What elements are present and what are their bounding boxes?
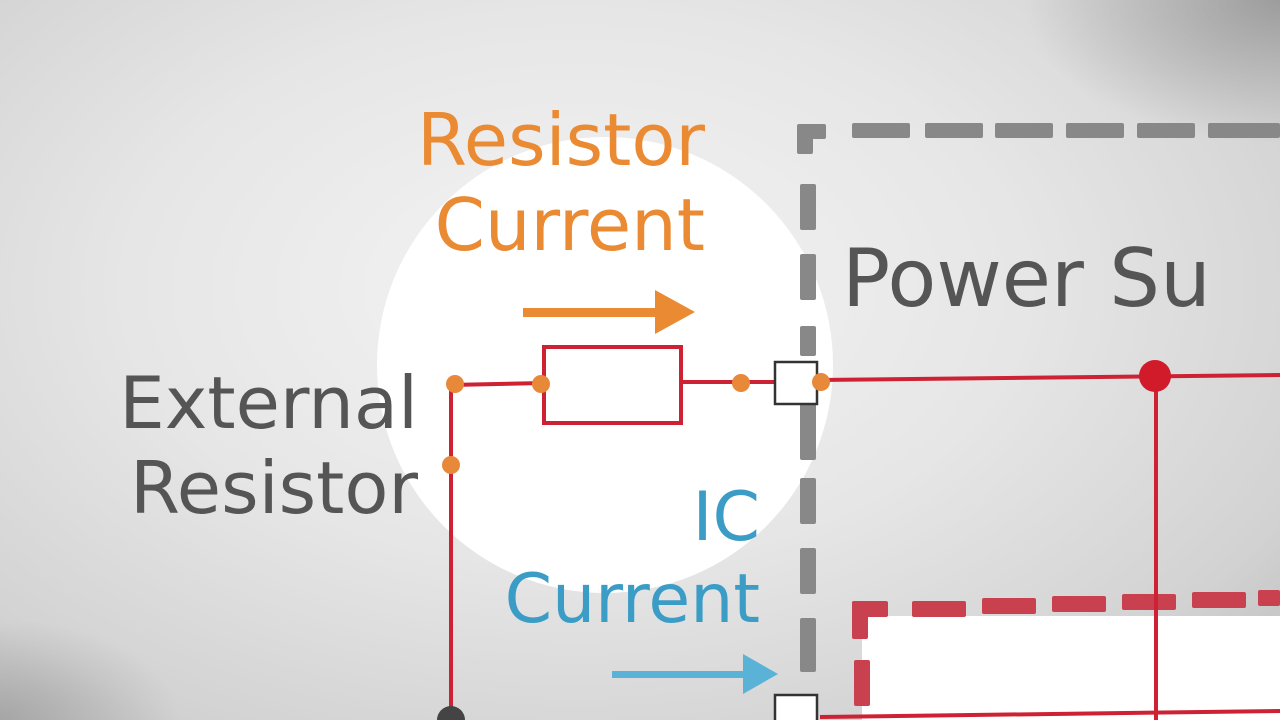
- resistor-current-label-line1: Resistor: [417, 98, 705, 182]
- resistor-rect-icon: [542, 345, 683, 425]
- resistor-current-label-line2: Current: [435, 183, 705, 267]
- terminal-square-icon-bottom: [773, 693, 819, 720]
- resistor-current-arrow: [523, 290, 695, 334]
- power-supply-dashed-box: [797, 123, 1280, 672]
- ic-current-arrow: [612, 654, 778, 694]
- terminal-square-icon: [773, 360, 819, 406]
- node-dots: [442, 373, 830, 474]
- power-supply-label: Power Su: [842, 232, 1211, 325]
- junction-dot: [1139, 360, 1171, 392]
- bottom-node-dot: [437, 706, 465, 720]
- inner-dashed-box: [852, 590, 1280, 720]
- ic-current-label-line1: IC: [692, 478, 760, 557]
- external-resistor-label-line2: Resistor: [130, 446, 418, 530]
- external-resistor-label-line1: External: [119, 361, 418, 445]
- ic-current-label-line2: Current: [505, 560, 760, 639]
